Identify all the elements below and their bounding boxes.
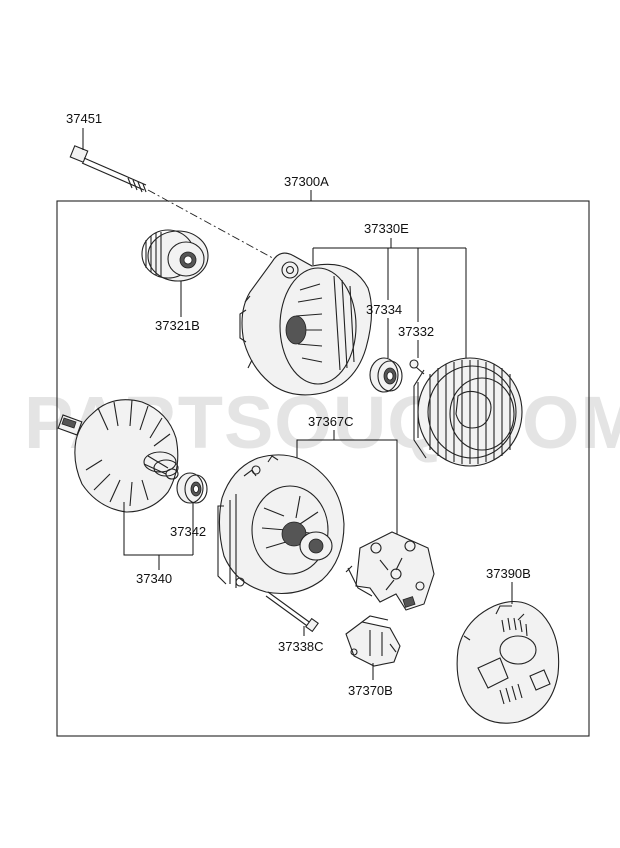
label-37451[interactable]: 37451 [66, 111, 102, 126]
regulator-37370B[interactable] [345, 615, 401, 667]
bearing-37342[interactable] [176, 472, 208, 504]
label-37367C[interactable]: 37367C [308, 414, 354, 429]
pulley-37321B[interactable] [141, 229, 209, 282]
bolt-dash-line [147, 189, 281, 263]
through-bolt-37338C[interactable] [265, 591, 319, 633]
assembly-frame [56, 200, 590, 737]
front-bracket[interactable] [239, 252, 373, 396]
label-37300A[interactable]: 37300A [284, 174, 329, 189]
bolt-37451[interactable] [69, 145, 147, 193]
bearing-37334[interactable] [369, 357, 403, 393]
label-37370B[interactable]: 37370B [348, 683, 393, 698]
rear-bracket[interactable] [217, 454, 345, 595]
stator[interactable] [413, 357, 523, 467]
label-37330E[interactable]: 37330E [364, 221, 409, 236]
label-37338C[interactable]: 37338C [278, 639, 324, 654]
label-37390B[interactable]: 37390B [486, 566, 531, 581]
front-bracket-leaders [312, 238, 467, 360]
rotor-leaders [123, 502, 194, 556]
rear-cover-37390B[interactable] [456, 600, 560, 724]
label-37334[interactable]: 37334 [366, 302, 402, 317]
label-37340[interactable]: 37340 [136, 571, 172, 586]
rectifier[interactable] [345, 531, 435, 611]
label-37332[interactable]: 37332 [398, 324, 434, 339]
screw-37332[interactable] [409, 359, 425, 375]
label-37321B[interactable]: 37321B [155, 318, 200, 333]
rotor-37340[interactable] [57, 399, 179, 513]
label-37342[interactable]: 37342 [170, 524, 206, 539]
